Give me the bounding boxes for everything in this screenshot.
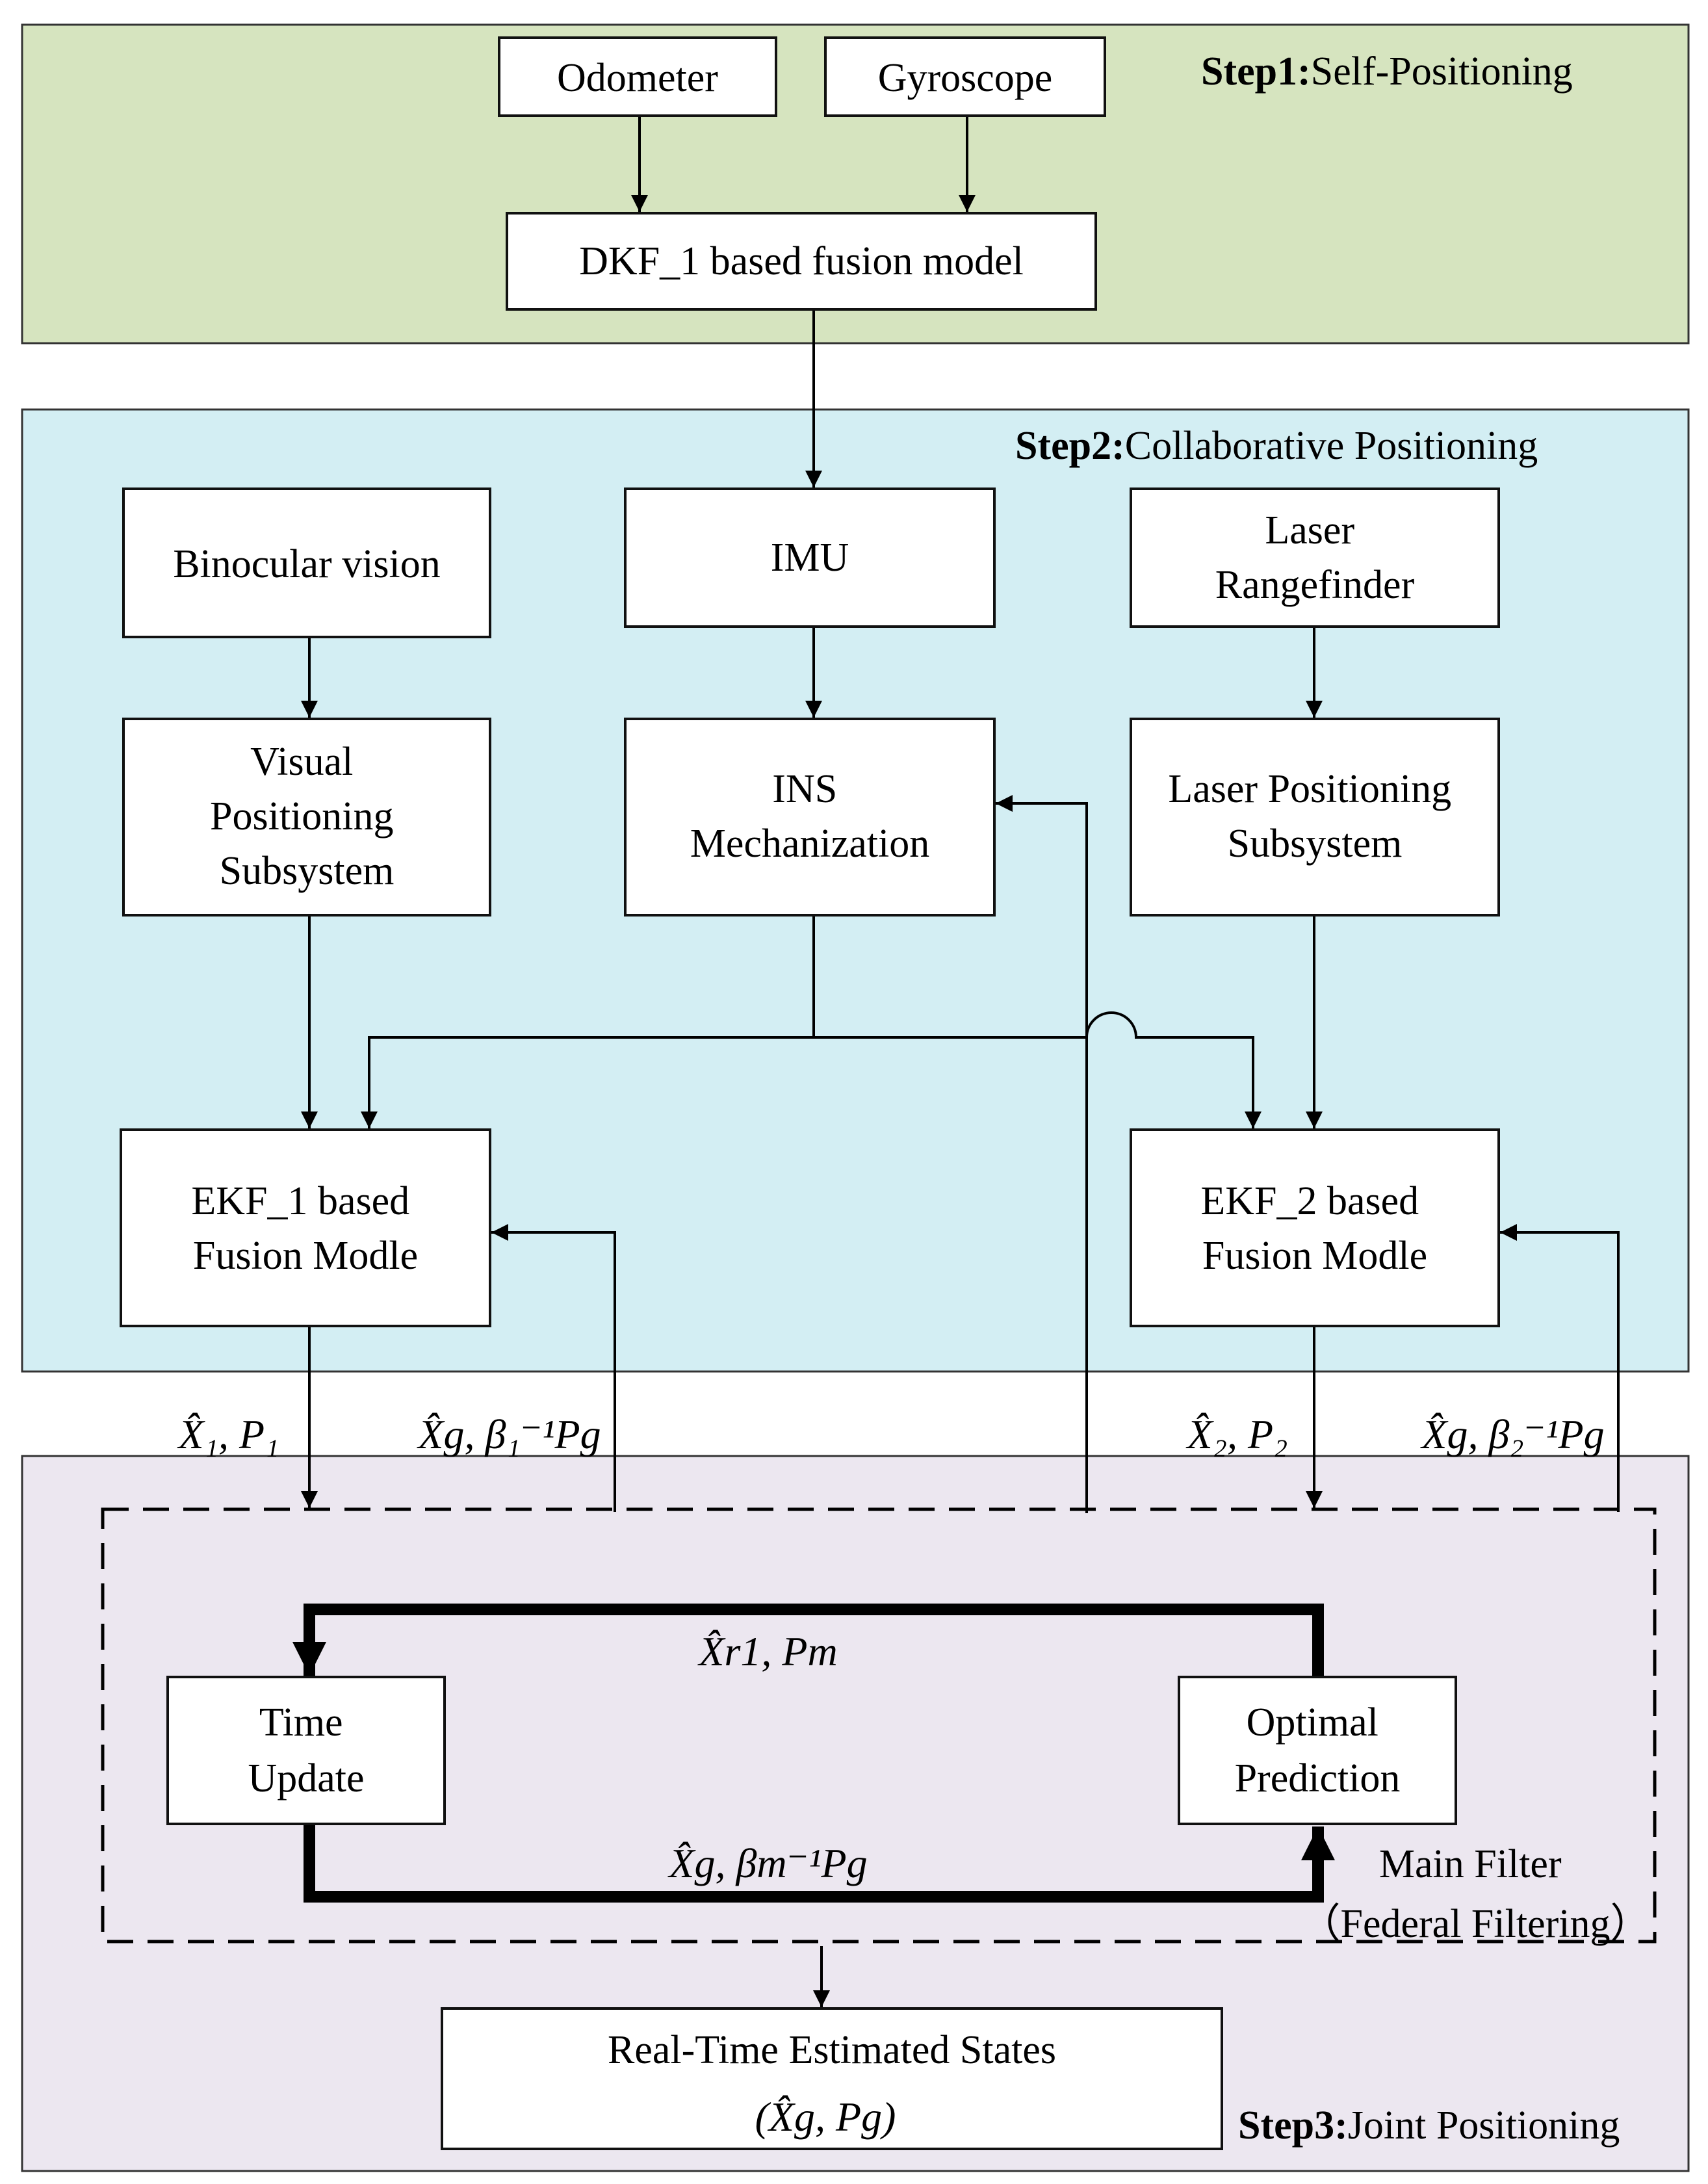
visual-subsystem-box [122,718,491,916]
ekf2-output-label: X̂₂, P₂ [1185,1411,1288,1457]
realtime-state-label: (X̂g, Pg) [755,2094,896,2140]
odometer-box [498,36,777,117]
laser-subsystem-box [1130,718,1500,916]
main-filter-label: Main Filter （Federal Filtering） [1300,1842,1651,1946]
ekf2-input-label: X̂g, β₂⁻¹Pg [1419,1411,1604,1457]
step1-title: Step1:Self-Positioning [1201,49,1573,94]
laser-rangefinder-box [1130,488,1500,628]
binocular-box [122,488,491,638]
imu-box [624,488,996,628]
step3-title: Step3:Joint Positioning [1238,2103,1620,2148]
laser-rangefinder-label: Laser Rangefinder [1215,508,1415,607]
ekf2-box [1130,1128,1500,1327]
gyroscope-box [824,36,1106,117]
ins-box [624,718,996,916]
dkf1-box [506,212,1097,311]
ins-label: INS Mechanization [690,767,929,866]
odometer-label: Odometer [557,56,718,100]
main-filter-region [101,1507,1657,1944]
loop-bottom-label: X̂g, βm⁻¹Pg [667,1840,867,1886]
loop-top-label: X̂r1, Pm [697,1628,837,1674]
optimal-prediction-label: Optimal Prediction [1235,1700,1401,1800]
time-update-box [166,1676,446,1825]
laser-subsystem-label: Laser Positioning Subsystem [1168,767,1461,866]
ekf1-label: EKF_1 based Fusion Modle [191,1179,419,1278]
time-update-label: Time Update [248,1700,364,1800]
main-filter-loop [292,1604,1335,1903]
visual-subsystem-label: Visual Positioning Subsystem [210,740,404,893]
realtime-states-label: Real-Time Estimated States [608,2028,1056,2072]
realtime-states-box [441,2007,1223,2150]
ekf1-output-label: X̂₁, P₁ [177,1411,279,1457]
dkf1-label: DKF_1 based fusion model [579,239,1024,283]
connections [301,117,1620,2007]
imu-label: IMU [771,536,849,580]
ekf2-label: EKF_2 based Fusion Modle [1200,1179,1429,1278]
ekf1-input-label: X̂g, β₁⁻¹Pg [416,1411,601,1457]
gyroscope-label: Gyroscope [878,56,1053,100]
ekf1-box [120,1128,491,1327]
optimal-prediction-box [1178,1676,1457,1825]
binocular-label: Binocular vision [173,542,441,586]
step2-title: Step2:Collaborative Positioning [1015,424,1538,468]
